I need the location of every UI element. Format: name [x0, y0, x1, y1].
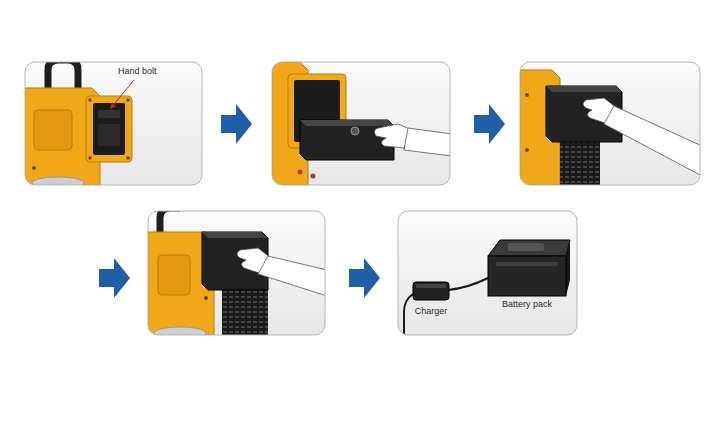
battery-handle: [508, 243, 544, 251]
screw: [204, 296, 208, 300]
screw: [88, 156, 92, 160]
hand-bolt: [98, 110, 120, 118]
step-panel: [272, 62, 450, 185]
tool-recess: [34, 110, 72, 150]
panel-border: [520, 62, 700, 185]
tool-base: [32, 177, 84, 185]
tool-figure: [272, 62, 450, 185]
battery-top: [202, 232, 268, 238]
step-arrow: [99, 258, 130, 298]
battery-top: [488, 240, 570, 256]
screw: [126, 98, 130, 102]
part-label: Charger: [415, 306, 448, 317]
panel-border: [25, 62, 202, 185]
vent-grille: [222, 284, 268, 335]
tool-figure: [25, 62, 132, 185]
panel-border: [272, 62, 450, 185]
battery-pack: [300, 120, 394, 160]
step-arrow: [474, 104, 505, 144]
battery-compartment: [93, 103, 125, 155]
screw: [525, 148, 529, 152]
tool-figure: [520, 62, 700, 185]
screw: [525, 93, 529, 97]
battery-pack: [488, 256, 566, 296]
screw: [126, 156, 130, 160]
compartment-frame: [86, 96, 132, 162]
step-panel: [25, 62, 202, 185]
tool-figure: [148, 211, 325, 335]
charger-top: [416, 284, 446, 288]
sleeve: [404, 128, 450, 156]
leader-arrow: [111, 80, 134, 108]
screw: [88, 98, 92, 102]
compartment-contacts: [98, 124, 120, 146]
part-label: Battery pack: [502, 299, 552, 310]
hand-bolt: [351, 127, 359, 135]
step-panel: [398, 211, 577, 335]
battery-top: [546, 86, 622, 92]
step-arrow: [221, 104, 252, 144]
battery-detail: [496, 262, 558, 266]
tool-base: [154, 327, 206, 335]
panel-border: [398, 211, 577, 335]
panel-border: [148, 211, 325, 335]
sleeve: [604, 106, 700, 176]
charger-cable: [448, 278, 488, 290]
screw: [32, 166, 36, 170]
contact: [298, 170, 303, 175]
charger-figure: [404, 240, 570, 335]
charger-brick: [413, 282, 449, 300]
battery-side: [566, 240, 570, 296]
sleeve: [258, 256, 325, 296]
tool-recess: [158, 255, 190, 295]
contact: [311, 174, 316, 179]
step-arrow: [349, 258, 380, 298]
battery-top: [300, 120, 394, 126]
power-cable: [404, 294, 413, 335]
part-label: Hand bolt: [118, 66, 157, 77]
